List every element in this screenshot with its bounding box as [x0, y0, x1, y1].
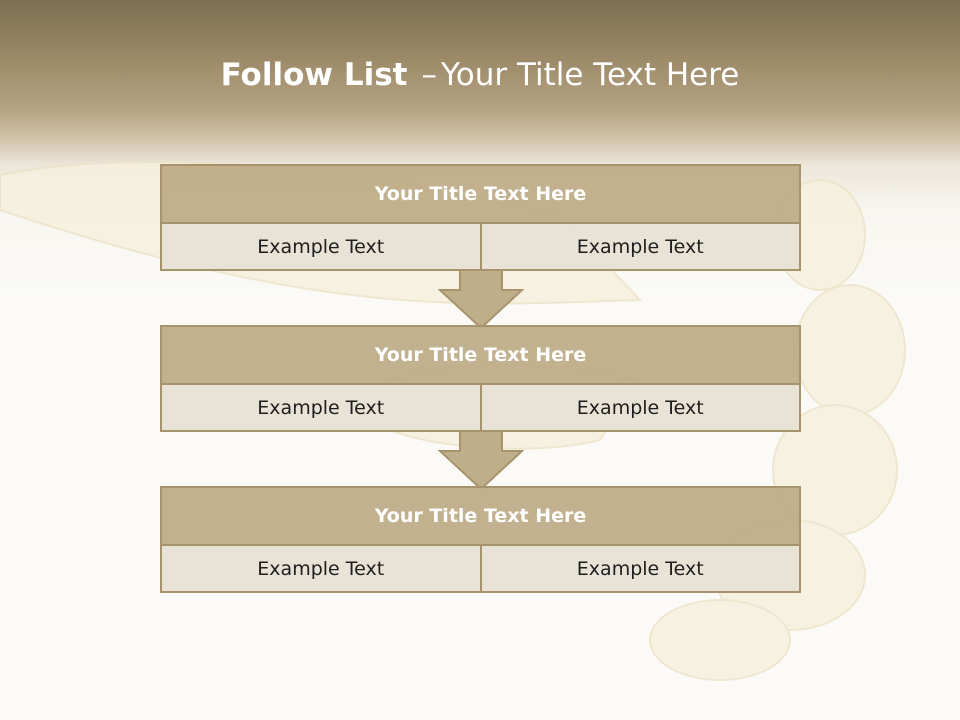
list-block-3: Your Title Text Here Example Text Exampl… [160, 486, 801, 593]
slide-title: Follow List–Your Title Text Here [0, 52, 960, 98]
block-cell-right: Example Text [479, 546, 799, 591]
list-block-2: Your Title Text Here Example Text Exampl… [160, 325, 801, 432]
list-block-1: Your Title Text Here Example Text Exampl… [160, 164, 801, 271]
block-title: Your Title Text Here [162, 166, 799, 224]
block-cell-left: Example Text [162, 546, 480, 591]
block-row: Example Text Example Text [162, 546, 799, 591]
slide-title-bold: Follow List [220, 57, 408, 93]
slide-title-separator: – [421, 57, 437, 93]
block-row: Example Text Example Text [162, 224, 799, 269]
block-cell-right: Example Text [479, 385, 799, 430]
block-row: Example Text Example Text [162, 385, 799, 430]
down-arrow-icon [438, 270, 524, 330]
block-cell-left: Example Text [162, 385, 480, 430]
block-title: Your Title Text Here [162, 327, 799, 385]
block-cell-left: Example Text [162, 224, 480, 269]
down-arrow-icon [438, 431, 524, 491]
block-title: Your Title Text Here [162, 488, 799, 546]
slide-title-text: Your Title Text Here [440, 57, 740, 93]
block-cell-right: Example Text [479, 224, 799, 269]
